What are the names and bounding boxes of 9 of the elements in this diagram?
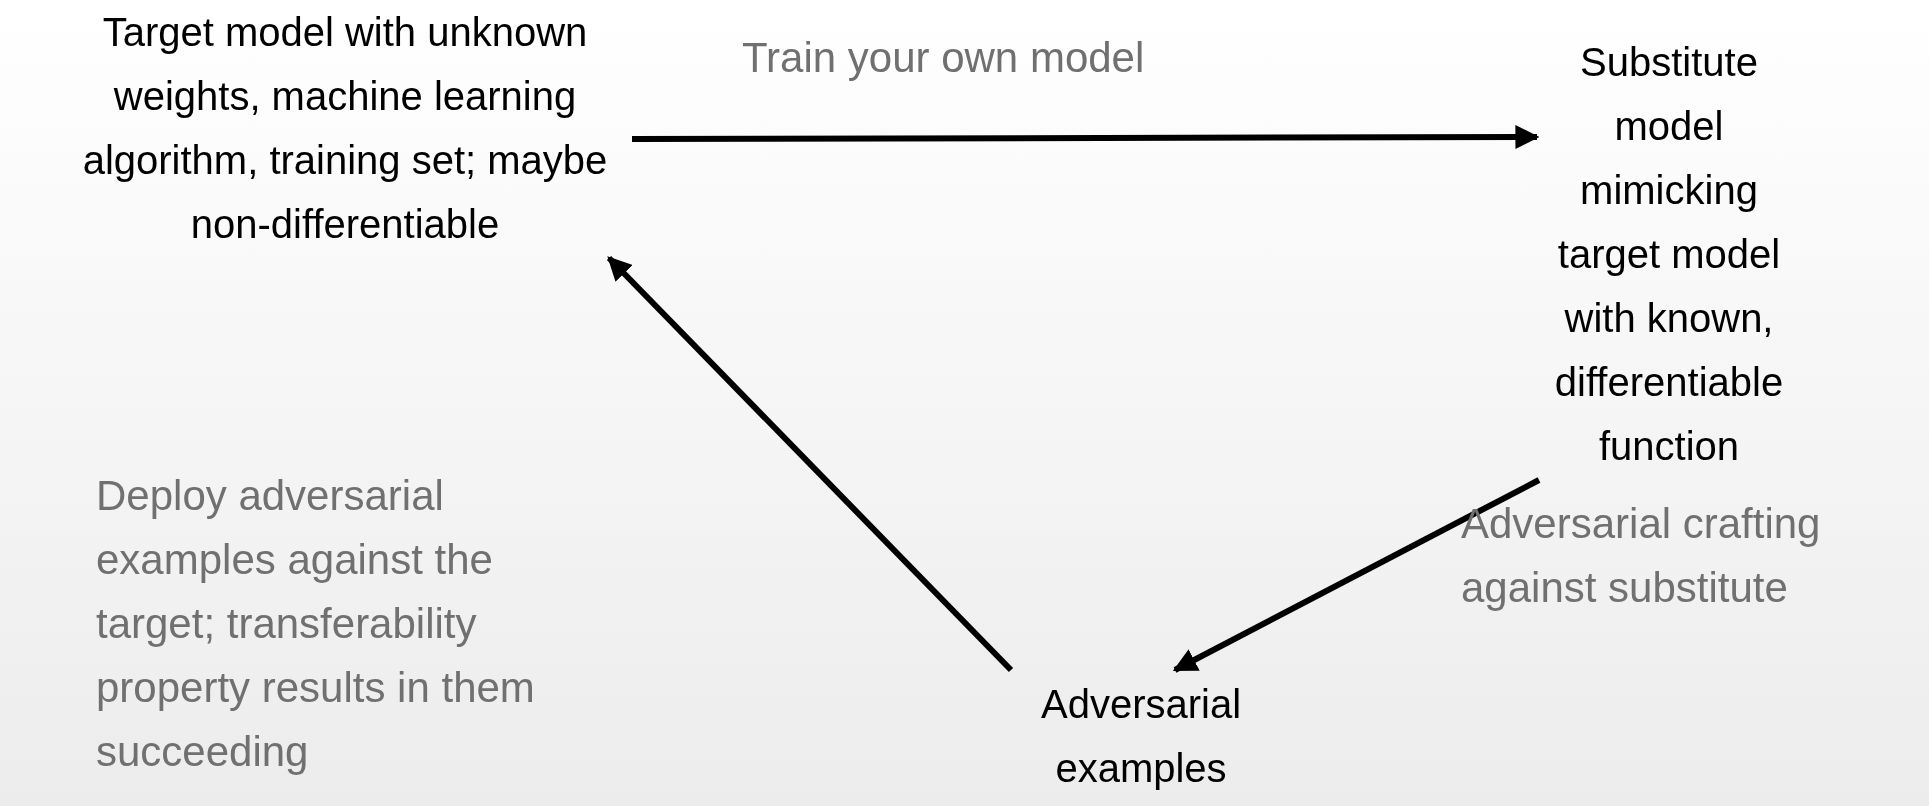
node-text: Target model with unknown weights, machine learning algorithm, training set; maybe non-differentiable xyxy=(81,9,609,248)
edge-label: Train your own model xyxy=(742,33,1146,83)
edge-label: Deploy adversarial examples against the target; transferability property results in them succeeding xyxy=(96,471,536,777)
edge-label: Adversarial crafting against substitute xyxy=(1461,499,1822,613)
node-text: Adversarial examples xyxy=(1039,681,1243,792)
arrow xyxy=(1172,477,1541,673)
arrow xyxy=(632,125,1540,150)
arrow xyxy=(606,255,1014,673)
node-text: Substitute model mimicking target model with known, differentiable function xyxy=(1553,39,1785,470)
